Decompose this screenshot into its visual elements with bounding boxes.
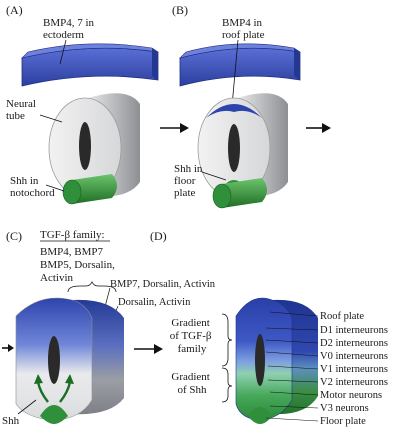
panel-a-tube-leader (39, 114, 63, 123)
ectoderm-slab (21, 43, 159, 87)
panel-c-family-title: TGF-β family: (40, 229, 105, 241)
zone-label-v3: V3 neurons (320, 403, 369, 414)
panel-a-bmp-leader (59, 39, 67, 65)
floor-plate-c (40, 405, 68, 424)
lumen-d (255, 334, 265, 386)
panel-c-label-bmp7: BMP7, Dorsalin, Activin (110, 279, 216, 290)
panel-c-family-members: BMP4, BMP7 BMP5, Dorsalin, Activin (40, 246, 118, 284)
arrow-c-to-d (134, 344, 163, 354)
notochord-b (212, 178, 267, 209)
zone-label-v0: V0 interneurons (320, 351, 388, 362)
panel-c-letter: (C) (6, 229, 22, 243)
tgf-gradient-brace (221, 313, 233, 367)
panel-d-zone-leaders (265, 311, 319, 422)
panel-b-letter: (B) (172, 3, 188, 17)
panel-d-gradient-shh-label: Gradient of Shh (171, 371, 212, 396)
zone-label-motor: Motor neurons (320, 390, 382, 401)
panel-a-letter: (A) (6, 3, 23, 17)
panel-b-bmp-leader (231, 39, 239, 107)
panel-c-shh-leader (17, 399, 37, 415)
zone-label-v1: V1 interneurons (320, 364, 388, 375)
panel-d: (D) Gradient of TGF-β family Gradient of… (150, 229, 388, 427)
panel-c-label-dorsalin: Dorsalin, Activin (118, 297, 191, 308)
panel-a-bmp-label: BMP4, 7 in ectoderm (43, 17, 97, 41)
notochord-a (62, 174, 117, 205)
floor-plate-d (248, 407, 272, 424)
panel-d-gradient-tgf-label: Gradient of TGF-β family (170, 317, 215, 355)
panel-a: (A) BMP4, 7 in ectoderm Neural tube (6, 3, 159, 205)
ectoderm-slab-b (178, 43, 301, 87)
shh-arrows-c (34, 374, 74, 403)
panel-c: (C) TGF-β family: BMP4, BMP7 BMP5, Dorsa… (2, 229, 216, 427)
panel-a-shh-leader (45, 184, 65, 192)
neural-tube-c (15, 297, 124, 424)
zone-label-floor-plate: Floor plate (320, 416, 366, 427)
arrow-a-to-b (160, 123, 189, 133)
zone-label-roof-plate: Roof plate (320, 311, 364, 322)
roof-plate-b (206, 104, 262, 118)
panel-b-shh-label: Shh in floor plate (174, 163, 205, 199)
panel-b: (B) BMP4 in roof plate Shh in floor plat… (172, 3, 301, 209)
shh-gradient-brace (221, 367, 233, 403)
panel-b-bmp-label: BMP4 in roof plate (222, 17, 265, 41)
zone-label-v2: V2 interneurons (320, 377, 388, 388)
panel-d-zone-labels: Roof plate D1 interneurons D2 interneuro… (320, 311, 388, 427)
family-brace (67, 281, 117, 293)
neural-tube-d (235, 297, 318, 424)
arrow-into-c (2, 344, 14, 352)
lumen-a (79, 122, 91, 170)
lumen-b (228, 124, 240, 172)
panel-d-letter: (D) (150, 229, 167, 243)
panel-b-shh-leader (201, 171, 227, 181)
lumen-c (48, 336, 60, 384)
zone-label-d1: D1 interneurons (320, 325, 388, 336)
arrow-b-to-next (306, 123, 331, 133)
panel-c-shh-label: Shh (2, 415, 20, 427)
panel-a-neural-tube-label: Neural tube (6, 98, 39, 122)
zone-label-d2: D2 interneurons (320, 338, 388, 349)
panel-a-shh-label: Shh in notochord (10, 175, 55, 199)
neural-tube-a (48, 93, 140, 199)
